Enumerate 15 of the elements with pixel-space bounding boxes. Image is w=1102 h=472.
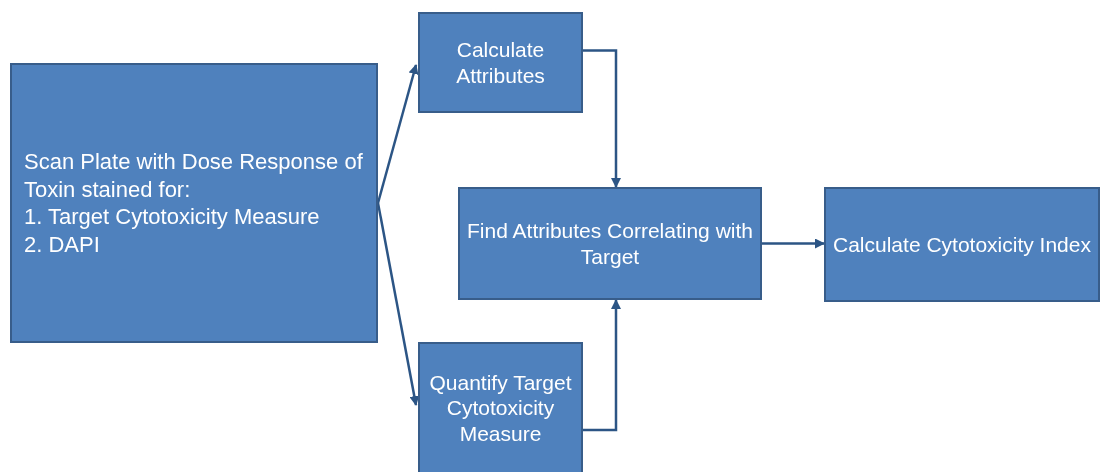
process-box: [458, 187, 762, 300]
list-item: 1. Target Cytotoxicity Measure: [24, 203, 320, 231]
arrow: [762, 238, 825, 249]
process-box: [418, 342, 583, 472]
arrow: [583, 49, 621, 188]
list-item: 2. DAPI: [24, 230, 101, 258]
box-label: Scan Plate with Dose Response of Toxin stained for:: [24, 148, 364, 203]
box-label: Calculate Attributes: [455, 37, 546, 88]
box-label: Find Attributes Correlating with Target: [466, 218, 754, 269]
process-box: [10, 63, 378, 343]
arrow: [583, 299, 621, 432]
box-label: Quantify Target Cytotoxicity Measure: [428, 370, 573, 446]
process-box: [824, 187, 1100, 302]
process-box: [418, 12, 583, 113]
box-label: Calculate Cytotoxicity Index: [833, 231, 1091, 258]
